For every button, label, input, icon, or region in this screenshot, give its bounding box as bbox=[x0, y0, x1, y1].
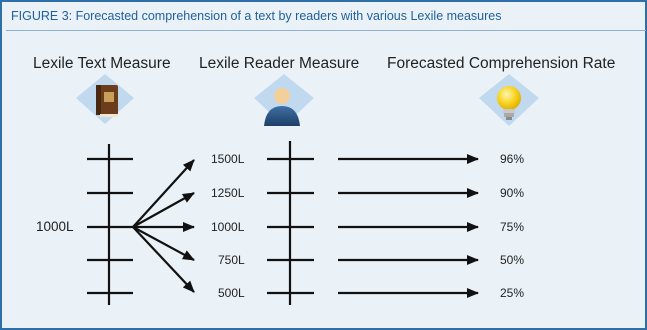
reader-measure-scale bbox=[267, 141, 314, 305]
fan-arrow-1500 bbox=[132, 159, 195, 228]
book-icon bbox=[76, 74, 134, 124]
reader-measure-label: 500L bbox=[218, 286, 245, 300]
fan-arrow-750 bbox=[132, 226, 195, 261]
comprehension-arrows bbox=[338, 154, 479, 298]
figure-caption: FIGURE 3: Forecasted comprehension of a … bbox=[11, 9, 502, 23]
comprehension-rate-label: 90% bbox=[500, 186, 525, 200]
header-reader-measure: Lexile Reader Measure bbox=[199, 55, 360, 72]
caption-divider bbox=[6, 30, 646, 31]
text-measure-scale bbox=[87, 144, 133, 305]
reader-person-icon bbox=[254, 74, 314, 126]
text-measure-label: 1000L bbox=[36, 219, 74, 234]
comprehension-rate-label: 75% bbox=[500, 220, 525, 234]
header-comprehension-rate: Forecasted Comprehension Rate bbox=[387, 55, 616, 72]
comprehension-rate-label: 96% bbox=[500, 152, 525, 166]
reader-measure-label: 1500L bbox=[211, 152, 245, 166]
comprehension-rate-label: 25% bbox=[500, 286, 525, 300]
forecast-fan-arrows bbox=[132, 159, 195, 293]
fan-arrow-500 bbox=[132, 226, 195, 293]
reader-measure-label: 750L bbox=[218, 253, 245, 267]
header-text-measure: Lexile Text Measure bbox=[33, 55, 171, 72]
fan-arrow-1250 bbox=[132, 192, 195, 228]
lightbulb-icon bbox=[479, 74, 539, 126]
reader-measure-label: 1000L bbox=[211, 220, 245, 234]
reader-measure-label: 1250L bbox=[211, 186, 245, 200]
comprehension-rate-label: 50% bbox=[500, 253, 525, 267]
